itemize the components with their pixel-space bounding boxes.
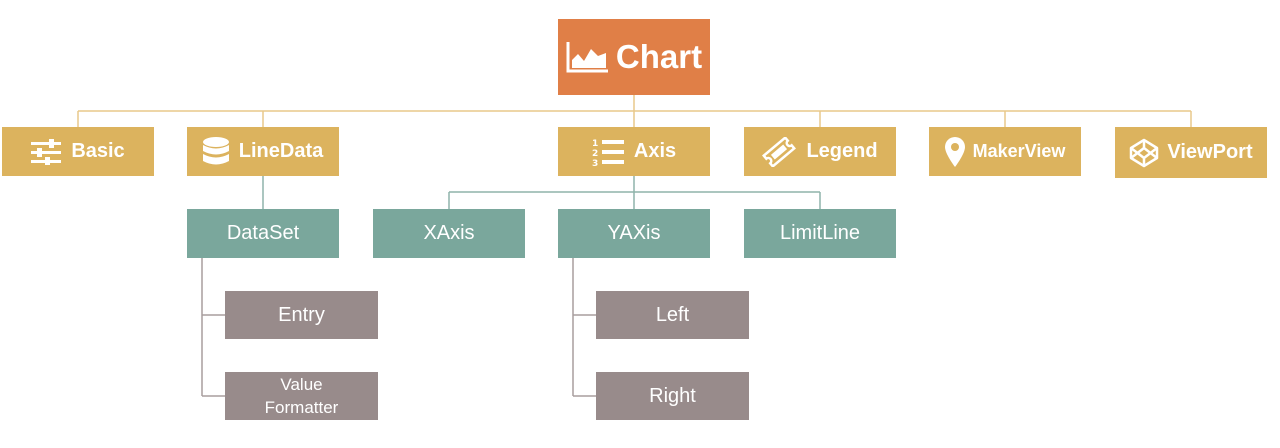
node-dataset-label: DataSet xyxy=(226,222,300,244)
node-linedata-label: LineData xyxy=(238,139,324,162)
node-left-label: Left xyxy=(655,303,690,326)
node-dataset: DataSet xyxy=(187,209,339,258)
node-entry: Entry xyxy=(225,291,378,339)
node-value-formatter-line2: Formatter xyxy=(264,398,339,417)
node-left: Left xyxy=(596,291,749,339)
node-viewport-label: ViewPort xyxy=(1167,140,1253,163)
node-entry-label: Entry xyxy=(278,303,325,326)
area-chart-icon xyxy=(566,40,610,74)
node-yaxis: YAXis xyxy=(558,209,710,258)
node-viewport: ViewPort xyxy=(1115,127,1267,178)
ordered-list-icon: 1 2 3 xyxy=(592,137,624,167)
database-icon xyxy=(202,136,229,167)
sliders-icon xyxy=(31,138,62,165)
node-makerview-label: MakerView xyxy=(972,140,1066,161)
node-axis-label: Axis xyxy=(633,139,677,162)
ticket-icon xyxy=(762,136,797,167)
node-right: Right xyxy=(596,372,749,420)
node-axis: 1 2 3 Axis xyxy=(558,127,710,176)
node-linedata: LineData xyxy=(187,127,339,176)
node-limitline-label: LimitLine xyxy=(779,222,861,244)
svg-text:1: 1 xyxy=(592,139,598,149)
node-makerview: MakerView xyxy=(929,127,1081,176)
node-value-formatter: Value Formatter xyxy=(225,372,378,420)
node-chart-label: Chart xyxy=(615,38,703,75)
svg-text:3: 3 xyxy=(592,159,598,167)
node-xaxis: XAxis xyxy=(373,209,525,258)
node-basic-label: Basic xyxy=(71,139,125,162)
svg-text:2: 2 xyxy=(592,149,598,159)
node-chart: Chart xyxy=(558,19,710,95)
node-basic: Basic xyxy=(2,127,154,176)
map-marker-icon xyxy=(944,136,965,167)
node-legend: Legend xyxy=(744,127,896,176)
node-value-formatter-line1: Value xyxy=(280,375,323,394)
node-legend-label: Legend xyxy=(806,139,878,162)
codepen-icon xyxy=(1129,138,1159,168)
node-right-label: Right xyxy=(649,384,696,407)
node-yaxis-label: YAXis xyxy=(607,222,661,244)
node-limitline: LimitLine xyxy=(744,209,896,258)
node-xaxis-label: XAxis xyxy=(423,222,475,244)
